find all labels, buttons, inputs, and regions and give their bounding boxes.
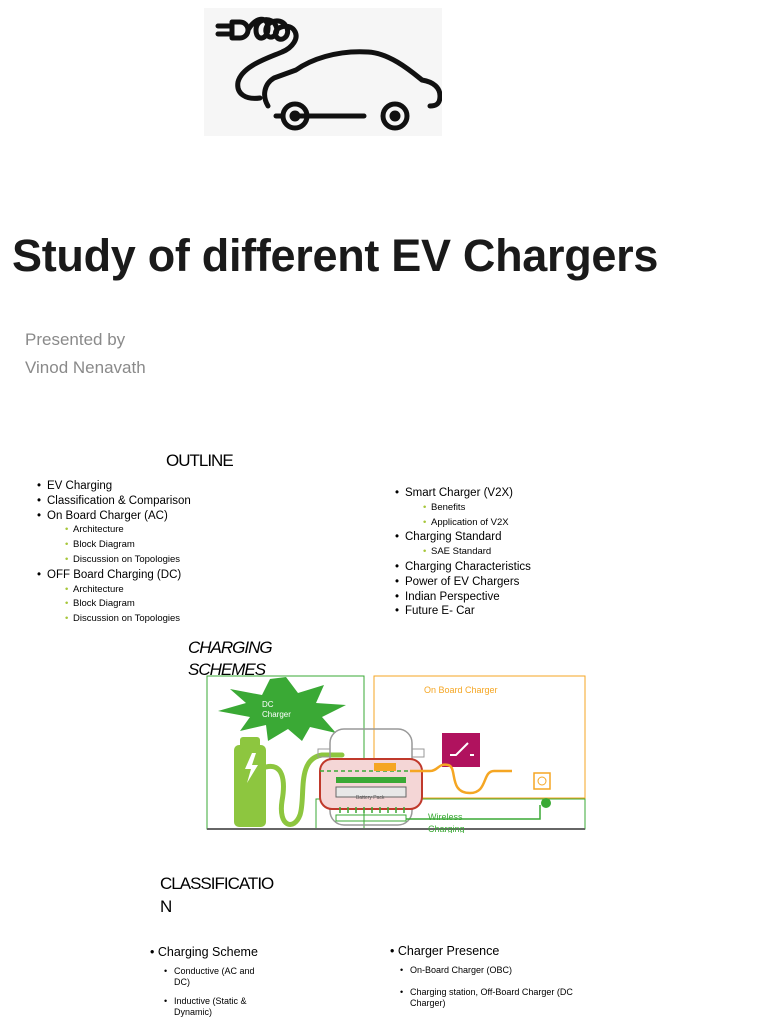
classification-left: • Charging Scheme •Conductive (AC and DC…	[150, 945, 310, 1018]
socket-icon	[533, 772, 551, 790]
outline-subitem: Application of V2X	[423, 516, 715, 531]
outline-subitem: Discussion on Topologies	[65, 612, 357, 627]
outline-subitem: Benefits	[423, 501, 715, 516]
presenter-name: Vinod Nenavath	[25, 358, 146, 377]
outline-subitem: Architecture	[65, 523, 357, 538]
ev-car-plug-icon	[215, 16, 443, 131]
dc-charger-burst-icon	[218, 677, 346, 741]
outline-item: On Board Charger (AC) Architecture Block…	[37, 509, 357, 568]
outline-left-list: EV Charging Classification & Comparison …	[37, 479, 357, 627]
page-title: Study of different EV Chargers	[12, 230, 659, 281]
outline-right-list: Smart Charger (V2X) Benefits Application…	[395, 486, 715, 619]
classification-subitem: •On-Board Charger (OBC)	[400, 965, 513, 975]
classification-heading: CLASSIFICATIO N	[160, 874, 274, 916]
outline-subitem: Block Diagram	[65, 597, 357, 612]
outline-subitem: SAE Standard	[423, 545, 715, 560]
outline-heading: OUTLINE	[166, 451, 234, 470]
outline-item: Indian Perspective	[395, 590, 715, 605]
outline-item: Charging Standard SAE Standard	[395, 530, 715, 560]
classification-item: • Charging Scheme	[150, 945, 258, 959]
dc-charger-pole-icon	[234, 745, 266, 827]
battery-pack-label: Battery Pack	[356, 795, 385, 801]
outline-item: Future E- Car	[395, 604, 715, 619]
classification-item: • Charger Presence	[390, 944, 500, 958]
on-board-charger-box	[373, 675, 586, 799]
ev-logo	[204, 8, 443, 136]
charging-schemes-heading: CHARGING SCHEMES	[188, 638, 273, 679]
battery-pack	[335, 786, 407, 798]
presenter-caption: Presented by	[25, 330, 126, 349]
outline-subitem: Architecture	[65, 583, 357, 598]
outline-item: OFF Board Charging (DC) Architecture Blo…	[37, 568, 357, 627]
outline-subitem: Discussion on Topologies	[65, 553, 357, 568]
outline-subitem: Block Diagram	[65, 538, 357, 553]
wireless-charging-label: Wireless Charging	[428, 812, 465, 833]
on-board-charger-label: On Board Charger	[424, 685, 498, 695]
dc-charger-label: DC Charger	[262, 700, 291, 719]
wireless-plug-icon	[541, 798, 551, 808]
outline-item: Power of EV Chargers	[395, 575, 715, 590]
charging-schemes-diagram: DC Charger On Board Charger Wireless Cha…	[206, 675, 588, 833]
outline-item: Classification & Comparison	[37, 494, 357, 509]
classification-subitem: •Conductive (AC and DC)	[164, 966, 255, 987]
outline-item: EV Charging	[37, 479, 357, 494]
classification-subitem: •Inductive (Static & Dynamic)	[164, 996, 247, 1017]
classification-subitem: •Charging station, Off-Board Charger (DC…	[400, 987, 573, 1008]
outline-item: Charging Characteristics	[395, 560, 715, 575]
outline-item: Smart Charger (V2X) Benefits Application…	[395, 486, 715, 530]
classification-right: • Charger Presence •On-Board Charger (OB…	[390, 944, 600, 1009]
